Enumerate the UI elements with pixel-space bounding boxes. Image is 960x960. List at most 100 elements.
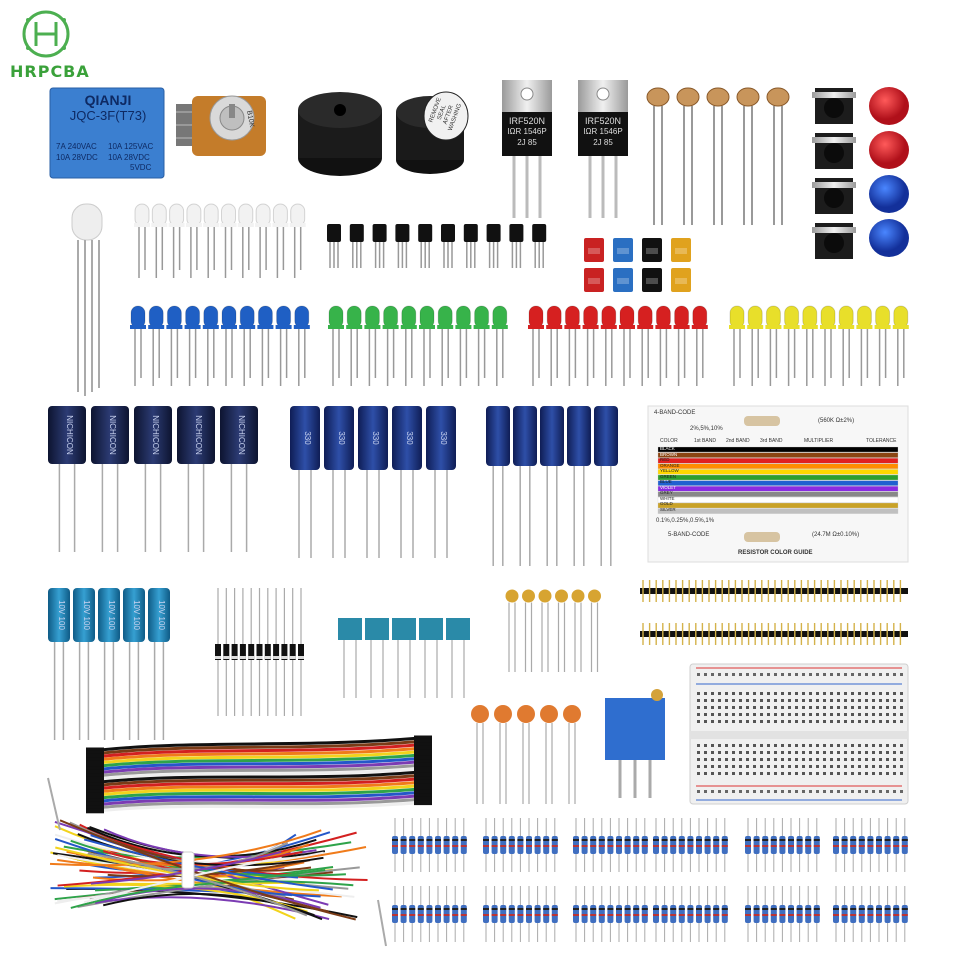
guide-color-row — [657, 508, 899, 514]
breadboard-hole — [739, 758, 742, 761]
breadboard-rail-hole — [697, 673, 700, 676]
capacitor-large: NICHICON — [91, 406, 129, 552]
ceramic-capacitor — [588, 589, 601, 672]
breadboard-hole — [851, 772, 854, 775]
dupont-wire — [99, 770, 421, 784]
resistor — [409, 818, 416, 872]
breadboard-hole — [851, 744, 854, 747]
diode — [256, 588, 263, 716]
breadboard-hole — [900, 772, 903, 775]
film-capacitor — [446, 618, 470, 698]
relay-rating-4: 10A 28VDC — [108, 153, 150, 162]
breadboard-hole — [823, 772, 826, 775]
dupont-connector — [414, 738, 432, 744]
resistor — [678, 818, 685, 872]
breadboard-hole — [760, 758, 763, 761]
diodes — [215, 588, 304, 716]
breadboard-hole — [823, 751, 826, 754]
blue-led — [293, 305, 310, 386]
breadboard-rail-hole — [844, 673, 847, 676]
breadboard-hole — [760, 713, 763, 716]
breadboard-rail-hole — [858, 673, 861, 676]
breadboard-hole — [746, 720, 749, 723]
breadboard-hole — [746, 692, 749, 695]
dupont-connector — [414, 759, 432, 765]
resistor — [551, 818, 558, 872]
breadboard-hole — [865, 758, 868, 761]
resistor — [598, 818, 605, 872]
breadboard-hole — [760, 765, 763, 768]
diode — [248, 588, 255, 716]
breadboard-hole — [830, 692, 833, 695]
white-led — [220, 203, 237, 278]
jumper-cap — [642, 238, 662, 262]
guide-color-name: SILVER — [660, 506, 676, 512]
jumper-cap — [642, 268, 662, 292]
breadboard-hole — [781, 751, 784, 754]
breadboard-hole — [858, 720, 861, 723]
breadboard-hole — [900, 713, 903, 716]
jumper-cap — [671, 238, 691, 262]
dupont-connector — [86, 805, 104, 811]
breadboard-rail-hole — [823, 673, 826, 676]
breadboard-rail-hole — [732, 673, 735, 676]
dupont-wire — [99, 756, 421, 771]
npn-transistors — [327, 224, 547, 268]
resistor — [805, 886, 812, 942]
resistor — [704, 818, 711, 872]
resistor — [526, 818, 532, 872]
white-led — [151, 203, 168, 278]
breadboard-hole — [851, 765, 854, 768]
breadboard-hole — [697, 699, 700, 702]
electrolytic-capacitors-blue — [486, 406, 618, 566]
breadboard-hole — [809, 713, 812, 716]
dupont-connector — [86, 766, 104, 772]
capacitor-small: 10V 100 — [98, 588, 120, 740]
yellow-led — [838, 305, 855, 386]
blue-led — [221, 305, 237, 386]
capacitor-small-label: 10V 100 — [107, 600, 116, 630]
resistor — [841, 886, 848, 942]
resistor — [483, 886, 489, 942]
breadboard-hole — [844, 744, 847, 747]
breadboard-hole — [816, 758, 819, 761]
film-capacitor — [365, 618, 389, 698]
breadboard-hole — [746, 758, 749, 761]
guide-color-row — [657, 474, 899, 481]
breadboard-hole — [774, 706, 777, 709]
breadboard-hole — [781, 692, 784, 695]
blue-led — [257, 305, 274, 386]
breadboard-hole — [816, 744, 819, 747]
breadboard-hole — [886, 744, 889, 747]
breadboard-hole — [767, 692, 770, 695]
breadboard-rail-hole — [809, 673, 812, 676]
breadboard-hole — [886, 765, 889, 768]
resistor — [460, 818, 467, 872]
breadboard-hole — [718, 692, 721, 695]
resistor — [770, 886, 777, 942]
breadboard-rail-hole — [718, 673, 721, 676]
capacitor-330uf-label: 330 — [303, 431, 312, 445]
relay — [49, 87, 165, 179]
guide-color-name: RED — [660, 457, 670, 462]
resistor — [435, 818, 441, 872]
relay-rating-2: 10A 28VDC — [56, 153, 98, 162]
capacitor-large-label: NICHICON — [65, 415, 74, 455]
ceramic-capacitor — [538, 589, 552, 672]
breadboard-hole — [732, 744, 735, 747]
breadboard-hole — [725, 772, 728, 775]
guide-color-name: VIOLET — [660, 484, 677, 490]
breadboard-rail-hole — [795, 790, 798, 793]
breadboard-hole — [809, 699, 812, 702]
breadboard-rail-hole — [865, 673, 868, 676]
green-led — [473, 305, 490, 386]
breadboard-hole — [746, 744, 749, 747]
breadboard-rail-hole — [865, 790, 868, 793]
breadboard-rail-hole — [788, 673, 791, 676]
dupont-wire — [99, 787, 421, 800]
breadboard-rail-hole — [893, 790, 896, 793]
capacitor-small: 10V 100 — [48, 588, 70, 740]
yellow-led — [729, 305, 745, 386]
breadboard-hole — [725, 720, 728, 723]
